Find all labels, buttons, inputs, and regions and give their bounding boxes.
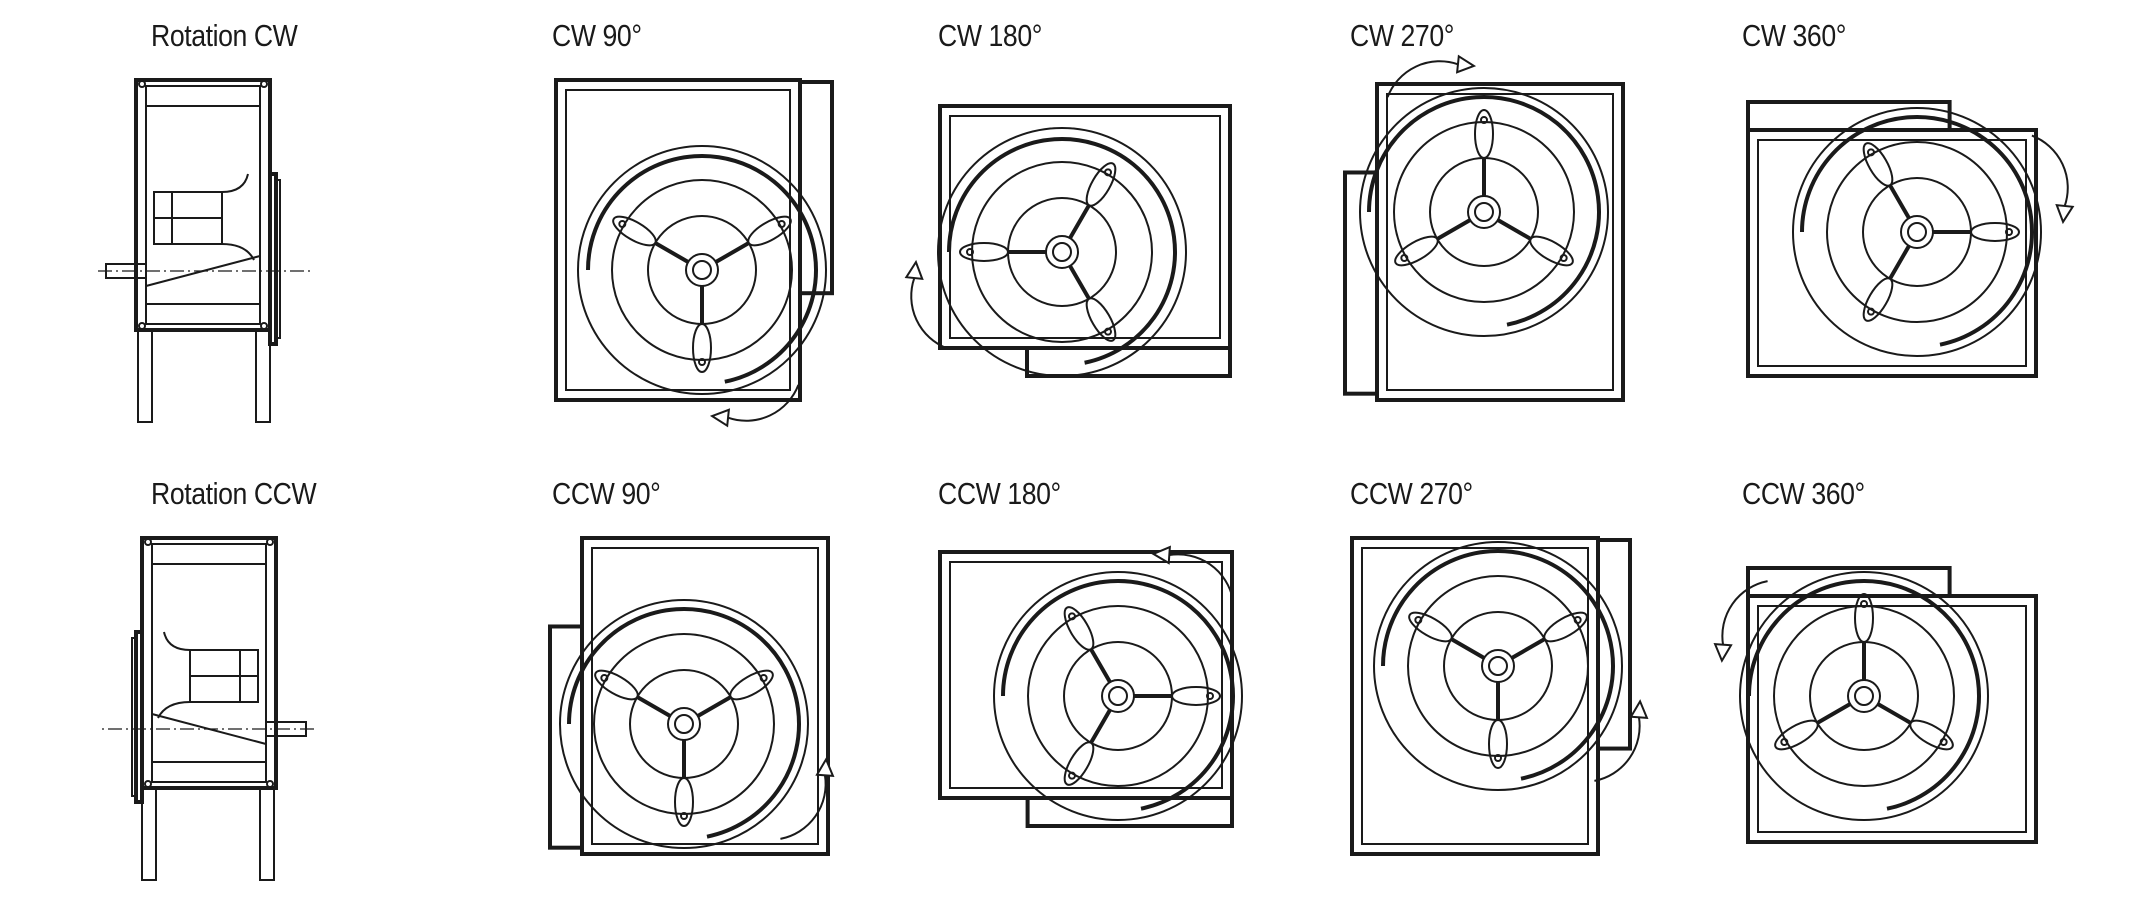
front-view-cw-3-impeller [1826,141,2020,323]
front-view-cw-3-rotation-arrow [2031,134,2075,225]
position-label-cw-90: CW 90° [552,18,642,53]
rotation-cw-label: Rotation CW [151,18,298,53]
position-label-ccw-90: CCW 90° [552,476,661,511]
front-view-ccw-6 [1350,536,1649,856]
front-view-ccw-7 [1713,566,2038,844]
front-view-ccw-4-impeller [593,633,775,827]
front-view-cw-2-impeller [1393,109,1575,303]
front-view-cw-0-impeller [611,179,793,373]
position-label-cw-360: CW 360° [1742,18,1846,53]
position-label-ccw-270: CCW 270° [1350,476,1473,511]
position-label-cw-180: CW 180° [938,18,1042,53]
front-view-cw-1-impeller [959,161,1153,343]
position-label-ccw-180: CCW 180° [938,476,1061,511]
front-view-cw-0-rotation-arrow [709,384,800,428]
rotation-ccw-label: Rotation CCW [151,476,317,511]
front-view-ccw-6-impeller [1407,575,1589,769]
front-view-ccw-4-rotation-arrow [780,757,835,840]
position-label-cw-270: CW 270° [1350,18,1454,53]
front-view-ccw-7-rotation-arrow [1713,580,1768,663]
front-view-cw-2 [1343,54,1625,402]
side-view-rotation-cw [98,78,310,423]
front-view-ccw-5-rotation-arrow [1151,545,1234,600]
front-view-ccw-5 [938,545,1243,828]
front-view-cw-1-rotation-arrow [904,259,948,350]
position-label-ccw-360: CCW 360° [1742,476,1865,511]
front-view-ccw-6-rotation-arrow [1594,699,1649,782]
front-view-cw-1 [904,104,1232,378]
front-view-cw-2-rotation-arrow [1386,54,1477,98]
side-view-rotation-ccw [102,536,314,881]
front-view-cw-0 [554,78,834,428]
front-view-ccw-5-impeller [1027,605,1221,787]
front-view-ccw-7-impeller [1773,593,1955,787]
front-view-ccw-4 [548,536,835,856]
front-view-cw-3 [1746,100,2075,378]
